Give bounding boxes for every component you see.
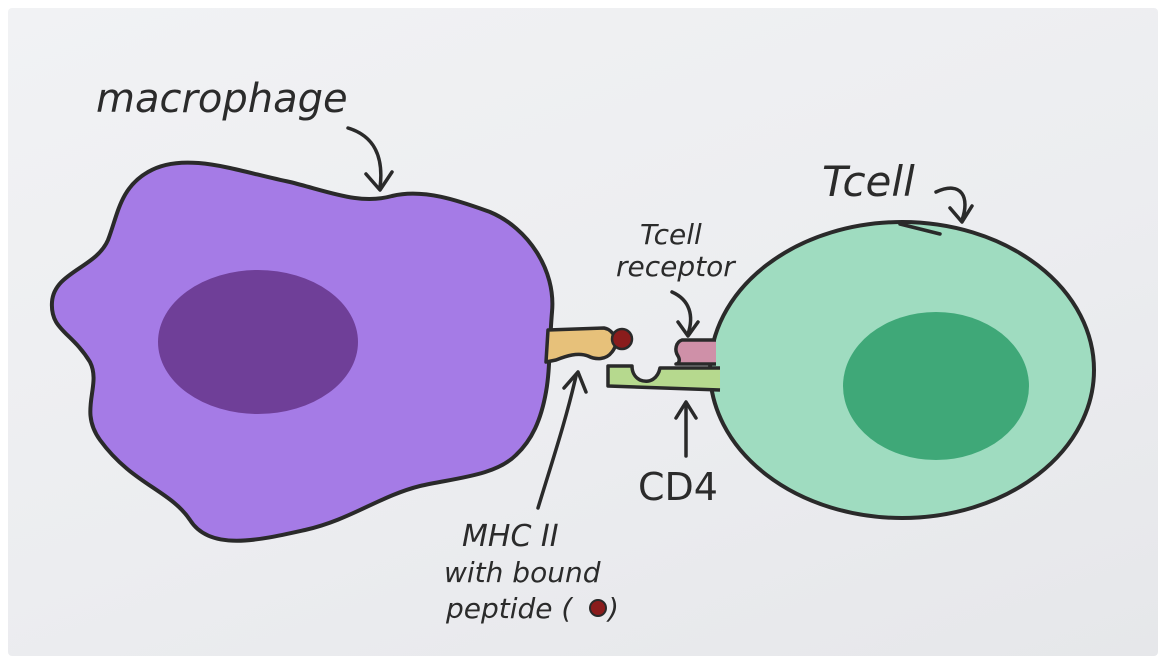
peptide-legend-icon xyxy=(590,600,606,616)
cd4-molecule xyxy=(608,366,720,390)
macrophage-label: macrophage xyxy=(96,76,348,122)
mhc-label-line3-end: ) xyxy=(606,592,619,625)
bound-peptide xyxy=(612,329,632,349)
tcell-arrow xyxy=(936,188,965,220)
t-cell-nucleus xyxy=(843,312,1029,460)
cd4-label: CD4 xyxy=(638,465,718,509)
mhc-label-line2: with bound xyxy=(444,556,601,589)
tcell-receptor-label-line1: Tcell xyxy=(640,218,702,251)
mhc-label-line1: MHC II xyxy=(462,519,559,554)
macrophage-nucleus xyxy=(158,270,358,414)
macrophage-arrow xyxy=(348,128,381,188)
mhc-label-line3: peptide ( xyxy=(445,592,573,625)
t-cell-receptor xyxy=(676,340,716,364)
tcell-title-label: Tcell xyxy=(822,157,915,206)
tcell-receptor-label-line2: receptor xyxy=(616,250,736,283)
mhc-ii-molecule xyxy=(546,328,616,362)
tcell-arrowhead-icon xyxy=(950,206,972,222)
